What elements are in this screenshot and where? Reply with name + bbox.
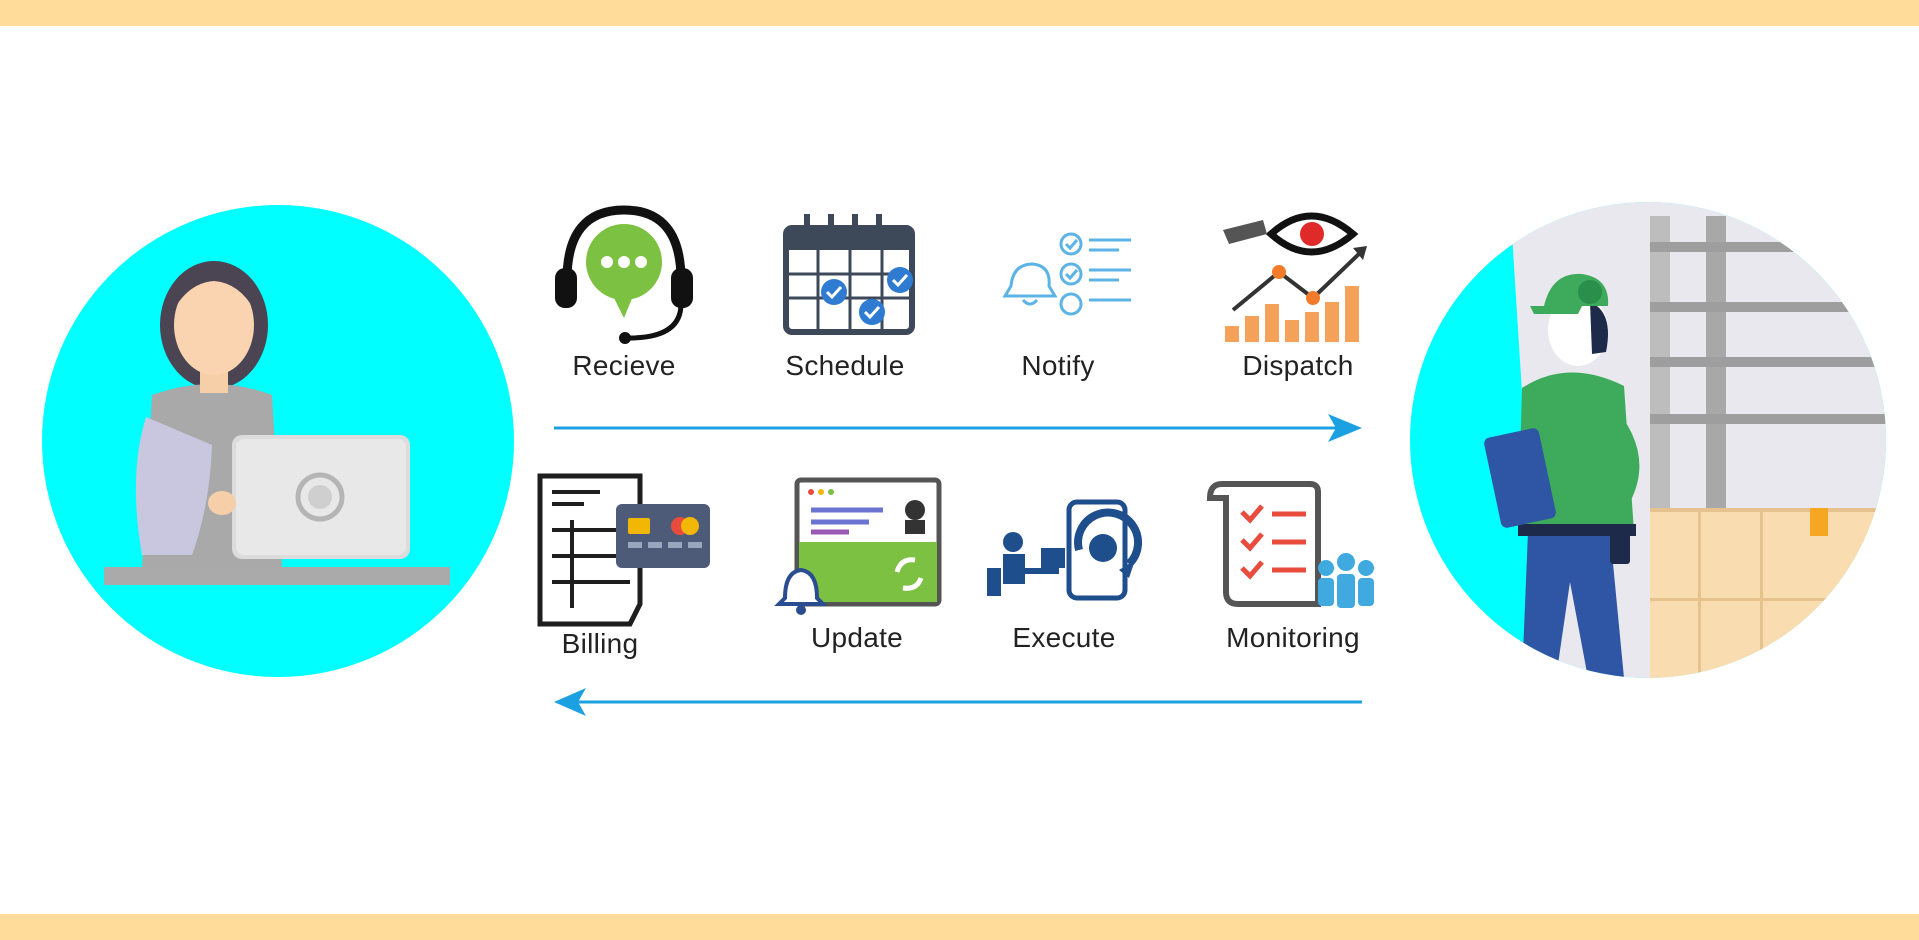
screen-refresh-icon — [774, 477, 942, 615]
top-band — [0, 0, 1919, 26]
invoice-card-icon — [537, 473, 710, 627]
step-label: Notify — [1021, 350, 1095, 381]
step-label: Execute — [1012, 622, 1116, 653]
step-label: Billing — [561, 628, 639, 659]
step-label: Dispatch — [1242, 350, 1354, 381]
warehouse-technician-illustration — [1410, 202, 1886, 678]
step-execute: Execute — [964, 472, 1164, 654]
step-label: Monitoring — [1226, 622, 1360, 653]
bell-checklist-icon — [1002, 232, 1131, 316]
worker-phone-icon — [987, 499, 1143, 601]
step-billing: Billing — [520, 472, 720, 660]
headset-chat-icon — [555, 205, 693, 344]
forward-arrow — [554, 414, 1362, 442]
step-label: Schedule — [785, 350, 905, 381]
step-schedule: Schedule — [745, 200, 945, 382]
eye-chart-icon — [1223, 212, 1367, 342]
step-notify: Notify — [958, 200, 1158, 382]
bottom-band — [0, 914, 1919, 940]
checklist-team-icon — [1206, 481, 1374, 608]
return-arrow — [554, 688, 1362, 716]
calendar-check-icon — [783, 214, 915, 335]
step-update: Update — [757, 472, 957, 654]
step-dispatch: Dispatch — [1198, 200, 1398, 382]
customer-laptop-illustration — [42, 205, 514, 677]
step-label: Update — [810, 622, 904, 653]
step-monitoring: Monitoring — [1193, 472, 1393, 654]
step-label: Recieve — [572, 350, 676, 381]
step-recieve: Recieve — [524, 200, 724, 382]
